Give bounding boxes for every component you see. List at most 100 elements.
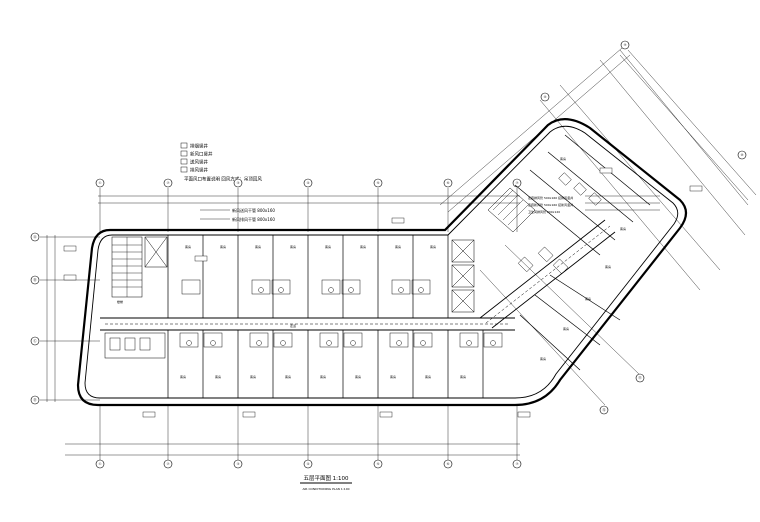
- svg-text:①: ①: [99, 462, 102, 466]
- room-label: 客房: [605, 264, 611, 269]
- notes-header: 平面风口布置说明 回风方式：吊顶回风: [184, 176, 262, 183]
- title-main: 五层平面图 1:100: [303, 474, 349, 482]
- axis-bubble-top-7: ⑦: [512, 178, 522, 188]
- west-stair-core: 楼梯: [104, 236, 168, 359]
- legend-item-1: 排烟竖井: [190, 143, 208, 150]
- drawing-title: 五层平面图 1:100 AIR CONDITIONING PLAN 1:100: [300, 474, 352, 491]
- right-note-3: 卫生间排风管 200x120: [528, 209, 560, 214]
- corridor: 走道: [100, 219, 616, 331]
- wing-stair: [487, 187, 536, 233]
- svg-text:④: ④: [307, 181, 310, 185]
- svg-text:⑦: ⑦: [516, 181, 519, 185]
- axis-bubble-diag-10: ⑩: [737, 150, 747, 160]
- bottom-axis-bubbles: ① ② ③ ④ ⑤ ⑥ ⑦: [95, 459, 522, 469]
- axis-bubble-top-1: ①: [95, 178, 105, 188]
- bottom-dimension-chain: [65, 405, 520, 460]
- svg-text:③: ③: [237, 462, 240, 466]
- right-annotations: 走廊排风管 500x160 接排风竖井 走廊新风管 500x160 接新风竖井 …: [528, 195, 660, 214]
- svg-text:②: ②: [167, 181, 170, 185]
- room-label: 客房: [425, 374, 431, 379]
- svg-text:⑤: ⑤: [377, 462, 380, 466]
- axis-bubble-diag-8: ⑧: [540, 92, 550, 102]
- room-label: 客房: [185, 244, 191, 249]
- legend-item-3: 送风竖井: [190, 159, 208, 166]
- room-label: 客房: [395, 244, 401, 249]
- svg-text:Ⓒ: Ⓒ: [33, 338, 37, 343]
- svg-text:①: ①: [99, 181, 102, 185]
- central-elevator-core: [451, 239, 475, 313]
- stair-label: 楼梯: [117, 299, 123, 304]
- angled-wing: 客房 客房 客房 客房 客房 客房: [487, 134, 651, 371]
- legend: 排烟竖井 新风口竖井 送风竖井 排风竖井 平面风口布置说明 回风方式：吊顶回风 …: [180, 143, 275, 222]
- diagonal-dimension-chain: [439, 47, 757, 406]
- svg-text:⑫: ⑫: [602, 407, 606, 412]
- room-label: 客房: [585, 296, 591, 301]
- axis-bubble-left-B: Ⓑ: [30, 275, 40, 285]
- room-label: 客房: [355, 374, 361, 379]
- axis-bubble-top-6: ⑥: [443, 178, 453, 188]
- room-label: 客房: [560, 156, 566, 161]
- axis-bubble-left-D: Ⓓ: [30, 395, 40, 405]
- left-dimension-chain: [40, 235, 100, 402]
- axis-bubble-bottom-1: ①: [95, 459, 105, 469]
- diagonal-axis-bubbles: ⑧ ⑨ ⑩ ⑪ ⑫: [540, 40, 747, 415]
- svg-text:⑤: ⑤: [377, 181, 380, 185]
- axis-bubble-top-4: ④: [303, 178, 313, 188]
- title-sub: AIR CONDITIONING PLAN 1:100: [302, 487, 349, 491]
- room-label: 客房: [220, 244, 226, 249]
- duct-note-1: 新风送风干管 800x160: [232, 207, 275, 213]
- room-label: 客房: [360, 244, 366, 249]
- right-note-2: 走廊新风管 500x160 接新风竖井: [528, 202, 573, 207]
- axis-bubble-bottom-3: ③: [233, 459, 243, 469]
- legend-item-4: 排风竖井: [190, 167, 208, 174]
- room-label: 客房: [390, 374, 396, 379]
- axis-bubble-diag-11: ⑪: [635, 373, 645, 383]
- svg-text:③: ③: [237, 181, 240, 185]
- axis-bubble-top-5: ⑤: [373, 178, 383, 188]
- room-label: 客房: [460, 374, 466, 379]
- top-axis-bubbles: ① ② ③ ④ ⑤ ⑥ ⑦: [95, 178, 522, 188]
- axis-bubble-bottom-4: ④: [303, 459, 313, 469]
- axis-bubble-bottom-2: ②: [163, 459, 173, 469]
- lower-room-row: 客房 客房 客房 客房 客房 客房 客房 客房 客房: [167, 330, 503, 398]
- room-label: 客房: [563, 326, 569, 331]
- svg-text:Ⓑ: Ⓑ: [33, 277, 37, 282]
- room-label: 客房: [290, 244, 296, 249]
- svg-text:⑩: ⑩: [741, 153, 744, 157]
- room-label: 客房: [250, 374, 256, 379]
- svg-text:Ⓐ: Ⓐ: [33, 234, 37, 239]
- axis-bubble-top-2: ②: [163, 178, 173, 188]
- axis-bubble-bottom-7: ⑦: [512, 459, 522, 469]
- svg-text:Ⓓ: Ⓓ: [33, 397, 37, 402]
- svg-text:⑧: ⑧: [544, 95, 547, 99]
- duct-tags: [63, 167, 703, 418]
- room-label: 客房: [255, 244, 261, 249]
- axis-bubble-left-A: Ⓐ: [30, 232, 40, 242]
- room-label: 客房: [540, 356, 546, 361]
- duct-note-2: 新风排风干管 800x160: [232, 216, 275, 222]
- building-outline: [76, 118, 688, 407]
- axis-bubble-bottom-6: ⑥: [443, 459, 453, 469]
- svg-text:④: ④: [307, 462, 310, 466]
- room-label: 客房: [620, 226, 626, 231]
- svg-text:⑥: ⑥: [447, 181, 450, 185]
- corridor-label: 走道: [290, 323, 296, 328]
- axis-bubble-diag-12: ⑫: [599, 405, 609, 415]
- room-label: 客房: [215, 374, 221, 379]
- left-axis-bubbles: Ⓐ Ⓑ Ⓒ Ⓓ: [30, 232, 40, 405]
- svg-text:⑨: ⑨: [624, 43, 627, 47]
- svg-text:⑦: ⑦: [516, 462, 519, 466]
- top-dimension-chain: [98, 188, 520, 232]
- right-note-1: 走廊排风管 500x160 接排风竖井: [528, 195, 573, 200]
- axis-bubble-left-C: Ⓒ: [30, 336, 40, 346]
- axis-bubble-diag-9: ⑨: [620, 40, 630, 50]
- legend-item-2: 新风口竖井: [190, 151, 213, 158]
- room-label: 客房: [325, 244, 331, 249]
- room-label: 客房: [180, 374, 186, 379]
- svg-text:⑪: ⑪: [638, 375, 642, 380]
- room-label: 客房: [320, 374, 326, 379]
- svg-text:⑥: ⑥: [447, 462, 450, 466]
- room-label: 客房: [285, 374, 291, 379]
- axis-bubble-top-3: ③: [233, 178, 243, 188]
